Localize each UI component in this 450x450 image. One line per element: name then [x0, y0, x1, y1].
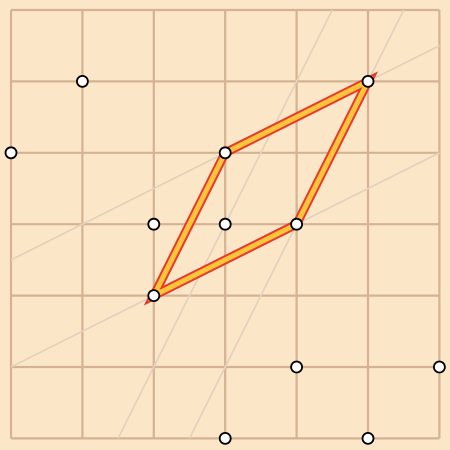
board-peg[interactable] — [290, 360, 304, 374]
board-peg[interactable] — [361, 431, 375, 445]
board-peg[interactable] — [218, 431, 232, 445]
board-peg[interactable] — [4, 146, 18, 160]
shape-vertex-peg[interactable] — [147, 289, 161, 303]
board-peg[interactable] — [432, 360, 446, 374]
peg-layer[interactable] — [4, 75, 446, 445]
board-peg[interactable] — [218, 217, 232, 231]
board-peg[interactable] — [76, 75, 89, 88]
shape-vertex-peg[interactable] — [290, 217, 304, 231]
shape-vertex-peg[interactable] — [218, 146, 232, 160]
board-peg[interactable] — [147, 217, 161, 231]
shape-vertex-peg[interactable] — [361, 75, 375, 88]
